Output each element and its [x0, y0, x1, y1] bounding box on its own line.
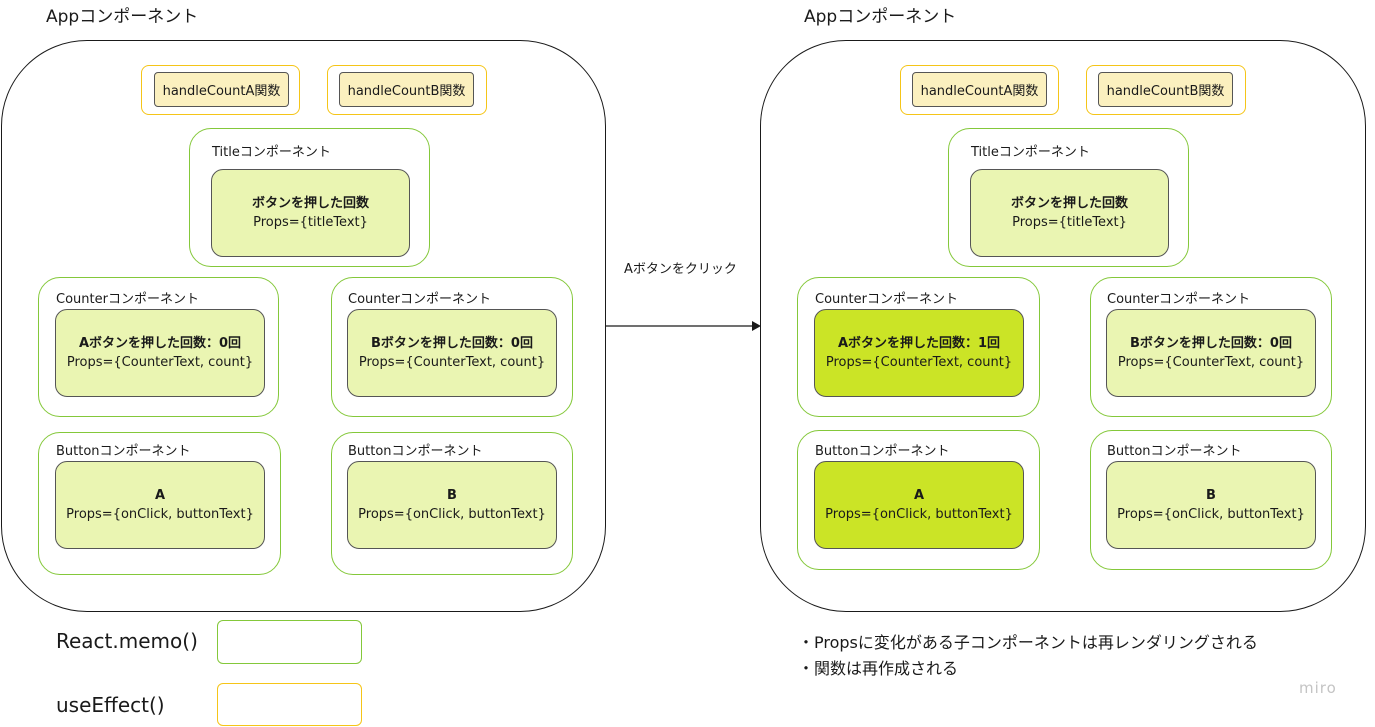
counter-a-label-after: Counterコンポーネント — [815, 292, 958, 307]
legend-memo-label: React.memo() — [56, 629, 198, 653]
app-title-before: Appコンポーネント — [46, 7, 199, 27]
button-a-body: A Props={onClick, buttonText} — [55, 461, 265, 549]
counter-b-body: Bボタンを押した回数：0回 Props={CounterText, count} — [347, 309, 557, 397]
button-a-props-after: Props={onClick, buttonText} — [825, 507, 1013, 522]
button-b-text: B — [447, 488, 457, 503]
handle-count-a-wrapper — [141, 65, 300, 115]
button-b-text-after: B — [1206, 488, 1216, 503]
title-component-label: Titleコンポーネント — [212, 145, 331, 160]
counter-a-label: Counterコンポーネント — [56, 292, 199, 307]
legend-effect-swatch — [217, 683, 362, 726]
transition-arrow — [606, 321, 761, 331]
counter-a-text: Aボタンを押した回数：0回 — [78, 336, 242, 351]
arrow-label: Aボタンをクリック — [624, 262, 737, 277]
miro-watermark: miro — [1299, 679, 1337, 697]
counter-a-text-after: Aボタンを押した回数：1回 — [837, 336, 1001, 351]
handle-count-a-function-after: handleCountA関数 — [912, 72, 1047, 107]
title-text: ボタンを押した回数 — [251, 196, 369, 211]
button-a-text-after: A — [913, 488, 925, 503]
counter-b-text: Bボタンを押した回数：0回 — [371, 336, 533, 351]
counter-b-body-after: Bボタンを押した回数：0回 Props={CounterText, count} — [1106, 309, 1316, 397]
button-a-label-after: Buttonコンポーネント — [815, 444, 950, 459]
button-b-component — [331, 432, 573, 575]
handle-count-a-wrapper-after — [900, 65, 1059, 115]
button-b-props-after: Props={onClick, buttonText} — [1117, 507, 1305, 522]
button-a-component-after — [797, 430, 1040, 570]
handle-count-b-wrapper — [327, 65, 487, 115]
counter-b-label: Counterコンポーネント — [348, 292, 491, 307]
title-props-after: Props={titleText} — [1012, 215, 1127, 230]
legend-effect-label: useEffect() — [56, 693, 165, 717]
button-b-body-after: B Props={onClick, buttonText} — [1106, 461, 1316, 549]
title-component-body: ボタンを押した回数 Props={titleText} — [211, 169, 410, 257]
handle-count-a-function: handleCountA関数 — [154, 72, 289, 107]
handle-count-b-function-after: handleCountB関数 — [1098, 72, 1233, 107]
title-component-after — [948, 128, 1189, 267]
button-a-component — [38, 432, 281, 575]
counter-a-body-after: Aボタンを押した回数：1回 Props={CounterText, count} — [814, 309, 1024, 397]
counter-b-label-after: Counterコンポーネント — [1107, 292, 1250, 307]
app-component-after — [760, 40, 1366, 612]
button-b-component-after — [1090, 430, 1332, 570]
counter-a-component — [38, 277, 279, 417]
counter-a-component-after — [797, 277, 1040, 417]
button-a-text: A — [154, 488, 166, 503]
note-rerender: ・Propsに変化がある子コンポーネントは再レンダリングされる — [798, 633, 1258, 652]
button-b-body: B Props={onClick, buttonText} — [347, 461, 557, 549]
handle-count-b-function: handleCountB関数 — [339, 72, 474, 107]
app-title-after: Appコンポーネント — [804, 7, 957, 27]
title-component-label-after: Titleコンポーネント — [971, 145, 1090, 160]
note-recreate: ・関数は再作成される — [798, 659, 959, 678]
app-component-before — [1, 40, 606, 612]
button-b-label-after: Buttonコンポーネント — [1107, 444, 1242, 459]
legend-memo-swatch — [217, 620, 362, 664]
counter-a-props-after: Props={CounterText, count} — [825, 355, 1013, 370]
title-component — [189, 128, 430, 267]
counter-b-component — [331, 277, 573, 417]
button-a-label: Buttonコンポーネント — [56, 444, 191, 459]
handle-count-b-wrapper-after — [1086, 65, 1246, 115]
counter-a-body: Aボタンを押した回数：0回 Props={CounterText, count} — [55, 309, 265, 397]
counter-b-text-after: Bボタンを押した回数：0回 — [1130, 336, 1292, 351]
counter-b-props: Props={CounterText, count} — [358, 355, 546, 370]
button-b-label: Buttonコンポーネント — [348, 444, 483, 459]
counter-a-props: Props={CounterText, count} — [66, 355, 254, 370]
title-props: Props={titleText} — [253, 215, 368, 230]
title-component-body-after: ボタンを押した回数 Props={titleText} — [970, 169, 1169, 257]
button-a-body-after: A Props={onClick, buttonText} — [814, 461, 1024, 549]
button-a-props: Props={onClick, buttonText} — [66, 507, 254, 522]
counter-b-props-after: Props={CounterText, count} — [1117, 355, 1305, 370]
button-b-props: Props={onClick, buttonText} — [358, 507, 546, 522]
title-text-after: ボタンを押した回数 — [1010, 196, 1128, 211]
counter-b-component-after — [1090, 277, 1332, 417]
